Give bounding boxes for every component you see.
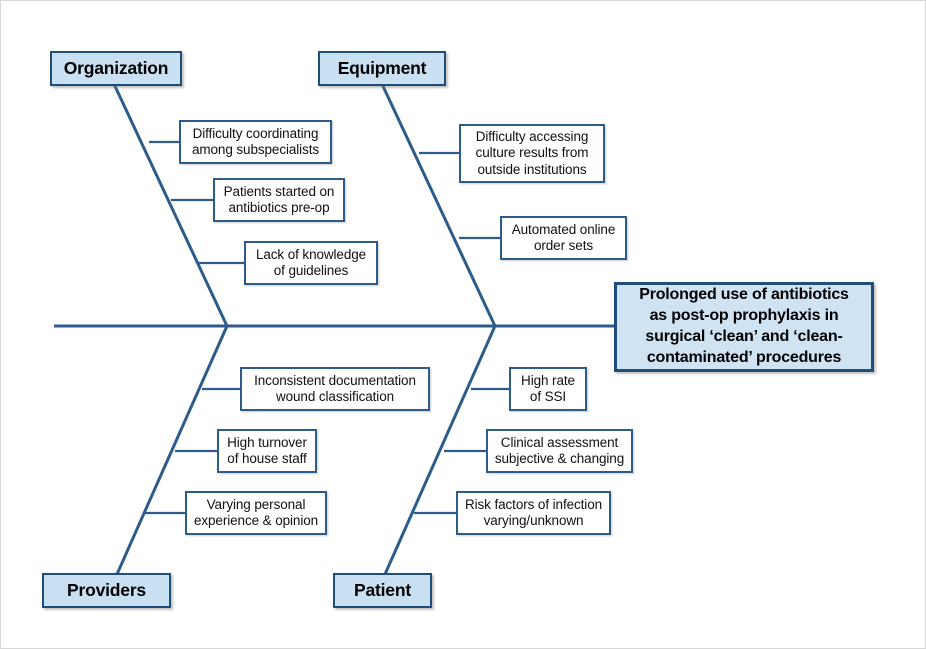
cause-box-risk-factors-infection[interactable]: Risk factors of infection varying/unknow…: [456, 491, 611, 535]
cause-box-varying-personal-experience[interactable]: Varying personal experience & opinion: [185, 491, 327, 535]
cause-label-risk-factors-infection: Risk factors of infection varying/unknow…: [464, 496, 603, 528]
category-label-patient: Patient: [354, 579, 411, 600]
cause-label-difficulty-coordinating: Difficulty coordinating among subspecial…: [191, 125, 320, 157]
category-box-patient[interactable]: Patient: [333, 573, 432, 608]
cause-label-inconsistent-documentation: Inconsistent documentation wound classif…: [254, 372, 416, 404]
cause-label-patients-started-antibiotics: Patients started on antibiotics pre-op: [223, 183, 335, 215]
category-label-providers: Providers: [67, 579, 146, 600]
cause-box-difficulty-coordinating[interactable]: Difficulty coordinating among subspecial…: [179, 120, 332, 164]
effect-box[interactable]: Prolonged use of antibiotics as post-op …: [614, 282, 874, 372]
cause-box-high-turnover[interactable]: High turnover of house staff: [217, 429, 317, 473]
cause-box-inconsistent-documentation[interactable]: Inconsistent documentation wound classif…: [240, 367, 430, 411]
cause-label-varying-personal-experience: Varying personal experience & opinion: [193, 496, 319, 528]
cause-label-automated-order-sets: Automated online order sets: [511, 221, 616, 253]
category-label-organization: Organization: [63, 57, 169, 78]
category-box-organization[interactable]: Organization: [50, 51, 182, 86]
rib-patient: [380, 325, 497, 582]
category-box-providers[interactable]: Providers: [42, 573, 171, 608]
cause-label-clinical-assessment: Clinical assessment subjective & changin…: [494, 434, 625, 466]
cause-label-lack-of-knowledge: Lack of knowledge of guidelines: [255, 246, 367, 278]
cause-label-difficulty-accessing-cultures: Difficulty accessing culture results fro…: [475, 128, 589, 177]
cause-box-high-rate-ssi[interactable]: High rate of SSI: [509, 367, 587, 411]
cause-box-difficulty-accessing-cultures[interactable]: Difficulty accessing culture results fro…: [459, 124, 605, 183]
cause-box-lack-of-knowledge[interactable]: Lack of knowledge of guidelines: [244, 241, 378, 285]
cause-box-automated-order-sets[interactable]: Automated online order sets: [500, 216, 627, 260]
cause-box-clinical-assessment[interactable]: Clinical assessment subjective & changin…: [486, 429, 633, 473]
category-box-equipment[interactable]: Equipment: [318, 51, 446, 86]
rib-providers: [112, 325, 229, 582]
cause-box-patients-started-antibiotics[interactable]: Patients started on antibiotics pre-op: [213, 178, 345, 222]
rib-organization: [112, 83, 229, 327]
effect-label: Prolonged use of antibiotics as post-op …: [639, 286, 849, 366]
rib-equipment: [380, 83, 497, 327]
category-label-equipment: Equipment: [337, 57, 427, 78]
cause-label-high-rate-ssi: High rate of SSI: [521, 372, 575, 404]
cause-label-high-turnover: High turnover of house staff: [227, 434, 307, 466]
